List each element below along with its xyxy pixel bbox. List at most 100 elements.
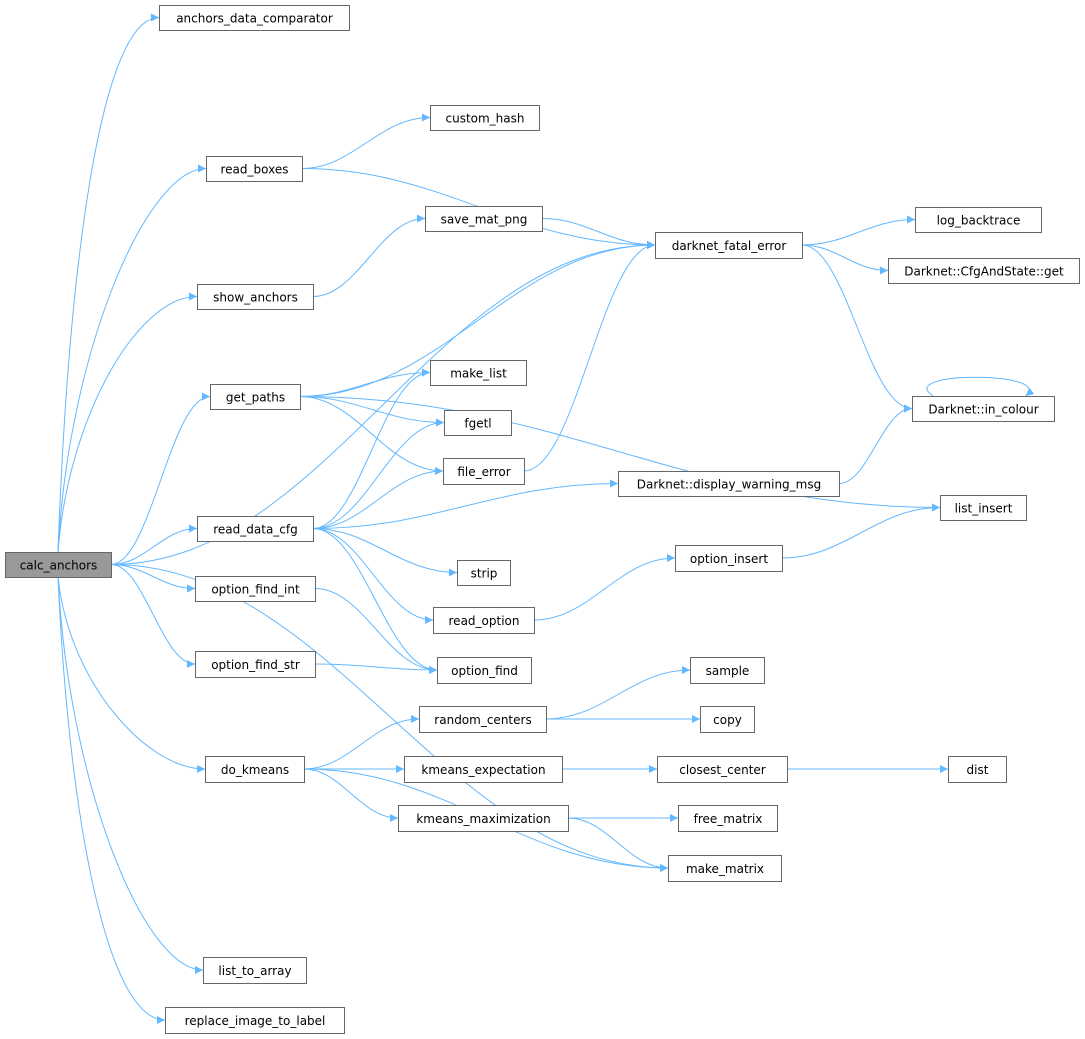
node-random-centers[interactable]: random_centers	[419, 706, 547, 733]
node-box	[195, 576, 316, 602]
node-read-data-cfg[interactable]: read_data_cfg	[197, 516, 314, 542]
node-label: option_find	[451, 664, 518, 678]
node-box	[404, 756, 563, 783]
node-label: option_find_str	[211, 658, 300, 672]
node-label: read_boxes	[221, 163, 289, 177]
edge-calc_anchors-to-replace_image_to_label	[57, 576, 166, 1024]
node-calc-anchors[interactable]: calc_anchors	[5, 552, 112, 578]
node-box	[657, 756, 788, 783]
node-box	[618, 471, 840, 497]
node-box	[425, 206, 543, 232]
node-box	[940, 495, 1027, 521]
node-label: kmeans_maximization	[416, 812, 550, 826]
node-option-insert[interactable]: option_insert	[675, 545, 783, 572]
node-copy[interactable]: copy	[700, 706, 755, 733]
edge-calc_anchors-to-get_paths	[110, 392, 211, 565]
node-option-find-int[interactable]: option_find_int	[195, 576, 316, 602]
node-list-to-array[interactable]: list_to_array	[203, 957, 307, 984]
node-kmeans-expectation[interactable]: kmeans_expectation	[404, 756, 563, 783]
node-label: fgetl	[464, 417, 491, 431]
node-label: calc_anchors	[20, 559, 98, 573]
node-label: replace_image_to_label	[185, 1014, 326, 1028]
node-dist[interactable]: dist	[948, 756, 1007, 783]
edge-calc_anchors-to-do_kmeans	[57, 576, 206, 773]
node-save-mat-png[interactable]: save_mat_png	[425, 206, 543, 232]
node-box	[430, 105, 540, 131]
node-label: dist	[967, 763, 989, 777]
node-box	[419, 706, 547, 733]
node-label: log_backtrace	[937, 214, 1021, 228]
node-box	[700, 706, 755, 733]
node-make-matrix[interactable]: make_matrix	[668, 855, 782, 882]
node-strip[interactable]: strip	[457, 560, 511, 586]
node-display-warning-msg[interactable]: Darknet::display_warning_msg	[618, 471, 840, 497]
node-replace-image-to-label[interactable]: replace_image_to_label	[165, 1007, 345, 1034]
edge-darknet_fatal_error-to-log_backtrace	[801, 215, 916, 246]
node-label: list_to_array	[218, 964, 291, 978]
node-free-matrix[interactable]: free_matrix	[678, 805, 778, 832]
node-in-colour[interactable]: Darknet::in_colour	[912, 396, 1055, 422]
edge-do_kmeans-to-random_centers	[303, 715, 420, 770]
edge-read_data_cfg-to-strip	[312, 528, 458, 577]
node-do-kmeans[interactable]: do_kmeans	[205, 756, 305, 783]
node-get-paths[interactable]: get_paths	[210, 384, 301, 410]
node-label: Darknet::display_warning_msg	[637, 478, 821, 492]
node-box	[655, 232, 803, 259]
edge-display_warning_msg-to-in_colour	[838, 404, 913, 484]
edge-save_mat_png-to-darknet_fatal_error	[541, 218, 656, 249]
node-option-find-str[interactable]: option_find_str	[195, 651, 316, 678]
edge-file_error-to-darknet_fatal_error	[523, 241, 656, 472]
node-cfg-get[interactable]: Darknet::CfgAndState::get	[888, 258, 1080, 284]
edge-get_paths-to-make_list	[299, 368, 431, 397]
node-box	[205, 756, 305, 783]
node-label: free_matrix	[694, 812, 763, 826]
node-list-insert[interactable]: list_insert	[940, 495, 1027, 521]
edge-get_paths-to-darknet_fatal_error	[299, 241, 656, 397]
edge-calc_anchors-to-read_data_cfg	[110, 524, 198, 565]
node-darknet-fatal-error[interactable]: darknet_fatal_error	[655, 232, 803, 259]
node-label: sample	[706, 664, 750, 678]
node-sample[interactable]: sample	[690, 657, 765, 684]
node-box	[915, 207, 1042, 233]
node-kmeans-maximization[interactable]: kmeans_maximization	[398, 805, 569, 832]
node-box	[675, 545, 783, 572]
node-box	[912, 396, 1055, 422]
edge-do_kmeans-to-kmeans_maximization	[303, 768, 399, 822]
node-box	[888, 258, 1080, 284]
edge-get_paths-to-file_error	[299, 396, 444, 475]
edge-read_data_cfg-to-fgetl	[312, 418, 445, 529]
node-label: darknet_fatal_error	[672, 239, 787, 253]
node-file-error[interactable]: file_error	[443, 458, 525, 485]
node-fgetl[interactable]: fgetl	[444, 410, 512, 436]
node-read-option[interactable]: read_option	[433, 607, 535, 634]
edge-calc_anchors-to-make_matrix	[110, 564, 669, 872]
node-box	[398, 805, 569, 832]
node-make-list[interactable]: make_list	[430, 360, 527, 386]
node-label: do_kmeans	[221, 763, 289, 777]
node-anchors-data-comparator[interactable]: anchors_data_comparator	[159, 5, 350, 31]
edge-read_data_cfg-to-display_warning_msg	[312, 479, 619, 529]
edge-get_paths-to-fgetl	[299, 396, 445, 427]
edge-read_data_cfg-to-make_list	[312, 368, 431, 529]
edge-option_insert-to-list_insert	[781, 503, 941, 559]
node-box	[433, 607, 535, 634]
node-read-boxes[interactable]: read_boxes	[206, 156, 303, 182]
edge-calc_anchors-to-option_find_str	[110, 564, 196, 668]
node-label: get_paths	[226, 391, 285, 405]
node-option-find[interactable]: option_find	[437, 657, 532, 684]
node-label: random_centers	[434, 713, 531, 727]
node-log-backtrace[interactable]: log_backtrace	[915, 207, 1042, 233]
edge-kmeans_maximization-to-make_matrix	[567, 817, 669, 872]
node-closest-center[interactable]: closest_center	[657, 756, 788, 783]
node-box	[210, 384, 301, 410]
edge-show_anchors-to-save_mat_png	[312, 214, 426, 297]
edge-calc_anchors-to-list_to_array	[57, 576, 204, 974]
node-show-anchors[interactable]: show_anchors	[197, 284, 314, 310]
node-custom-hash[interactable]: custom_hash	[430, 105, 540, 131]
node-label: option_insert	[690, 552, 768, 566]
node-label: Darknet::in_colour	[928, 403, 1038, 417]
node-label: list_insert	[955, 502, 1013, 516]
node-label: closest_center	[679, 763, 766, 777]
edge-read_data_cfg-to-option_find	[312, 528, 438, 674]
